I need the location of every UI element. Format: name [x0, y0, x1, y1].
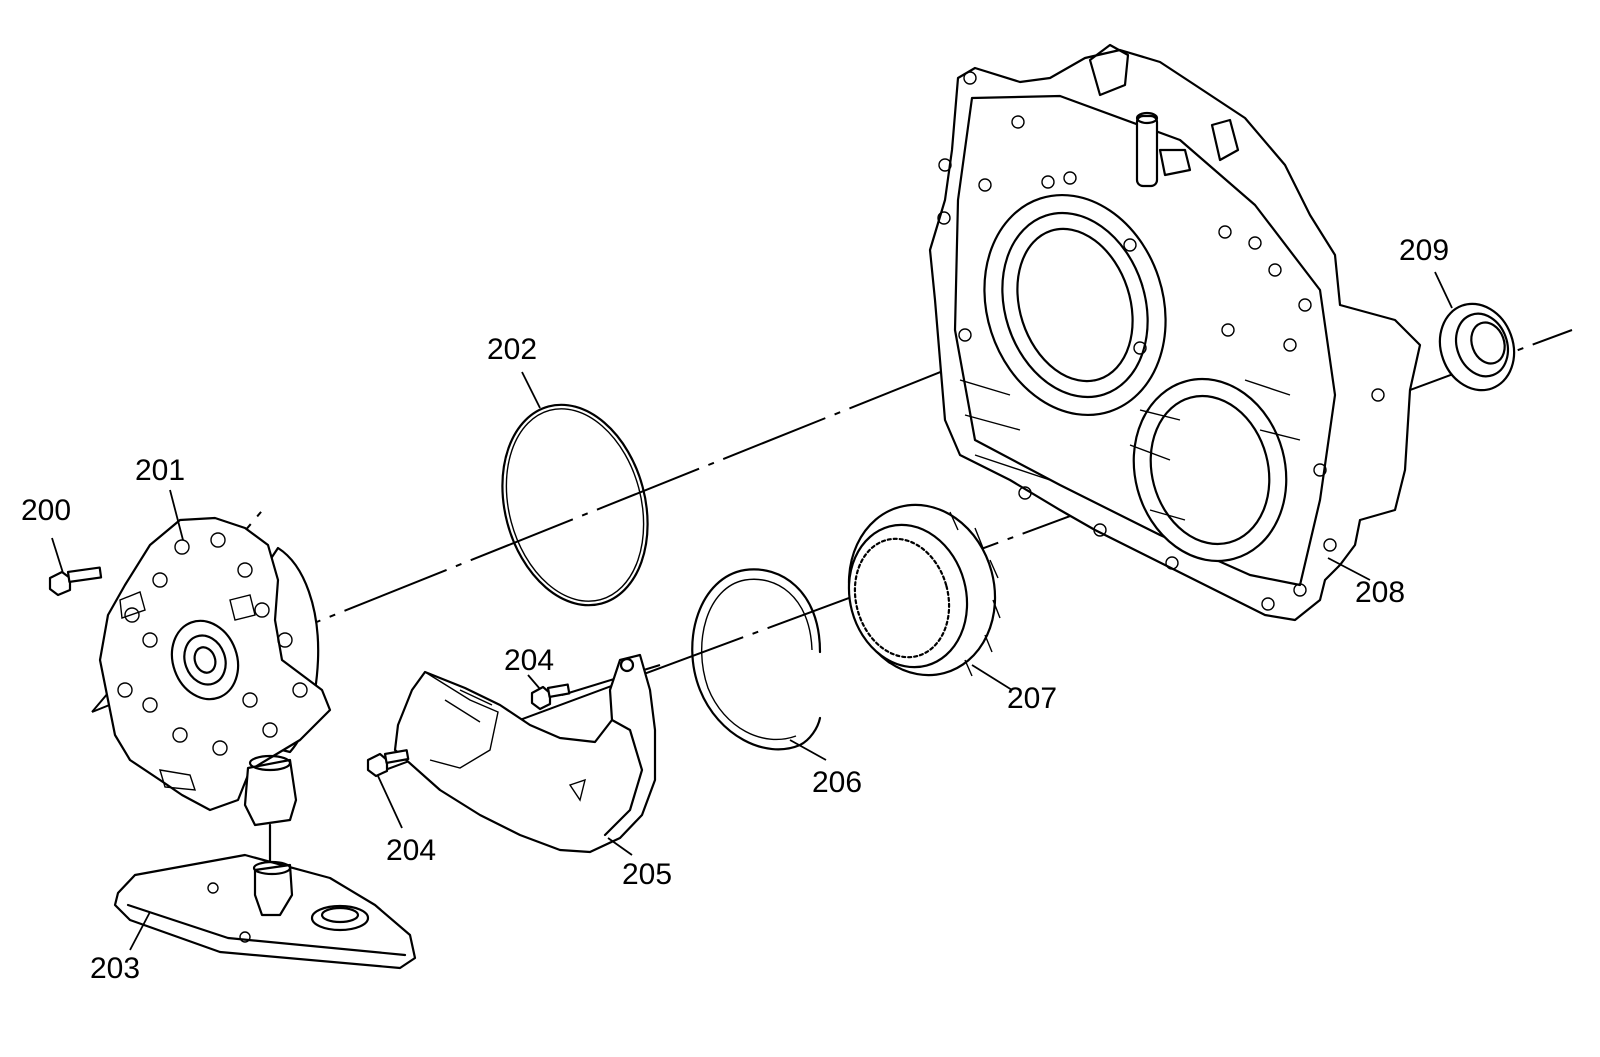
leader-205: [607, 837, 633, 856]
callout-206: 206: [812, 766, 862, 799]
case-main-bore: [983, 193, 1167, 417]
transmission-case: [928, 43, 1422, 622]
bolt-204-upper: [530, 683, 571, 711]
callout-200: 200: [21, 494, 71, 527]
callout-204-lower: 204: [386, 834, 436, 867]
leader-204a: [527, 674, 541, 690]
callout-208: 208: [1355, 576, 1405, 609]
o-ring-seal: [501, 403, 649, 607]
leader-209: [1434, 271, 1453, 309]
leader-203: [129, 911, 151, 951]
callout-204-upper: 204: [504, 644, 554, 677]
bolt-200: [48, 566, 103, 597]
leader-200: [51, 537, 64, 574]
leader-204b: [377, 775, 403, 829]
leader-202: [521, 371, 541, 409]
callout-labels: 200 201 202 203 204 204 205 206 207 208 …: [21, 234, 1449, 985]
internal-ring-gear: [847, 503, 1001, 677]
snap-ring: [691, 568, 822, 751]
leader-207: [971, 664, 1013, 691]
bolt-204-lower: [366, 749, 410, 778]
leader-206: [789, 739, 827, 761]
callout-209: 209: [1399, 234, 1449, 267]
callout-202: 202: [487, 333, 537, 366]
case-lower-bore: [1132, 377, 1288, 563]
leader-201: [169, 489, 184, 541]
oil-filter: [113, 853, 417, 970]
axle-seal: [1438, 302, 1516, 392]
oil-deflector: [393, 653, 657, 854]
callout-205: 205: [622, 858, 672, 891]
leader-208: [1327, 557, 1371, 581]
oil-pump-assembly: [98, 516, 332, 870]
callout-203: 203: [90, 952, 140, 985]
callout-201: 201: [135, 454, 185, 487]
callout-207: 207: [1007, 682, 1057, 715]
leader-lines: [51, 271, 1453, 951]
